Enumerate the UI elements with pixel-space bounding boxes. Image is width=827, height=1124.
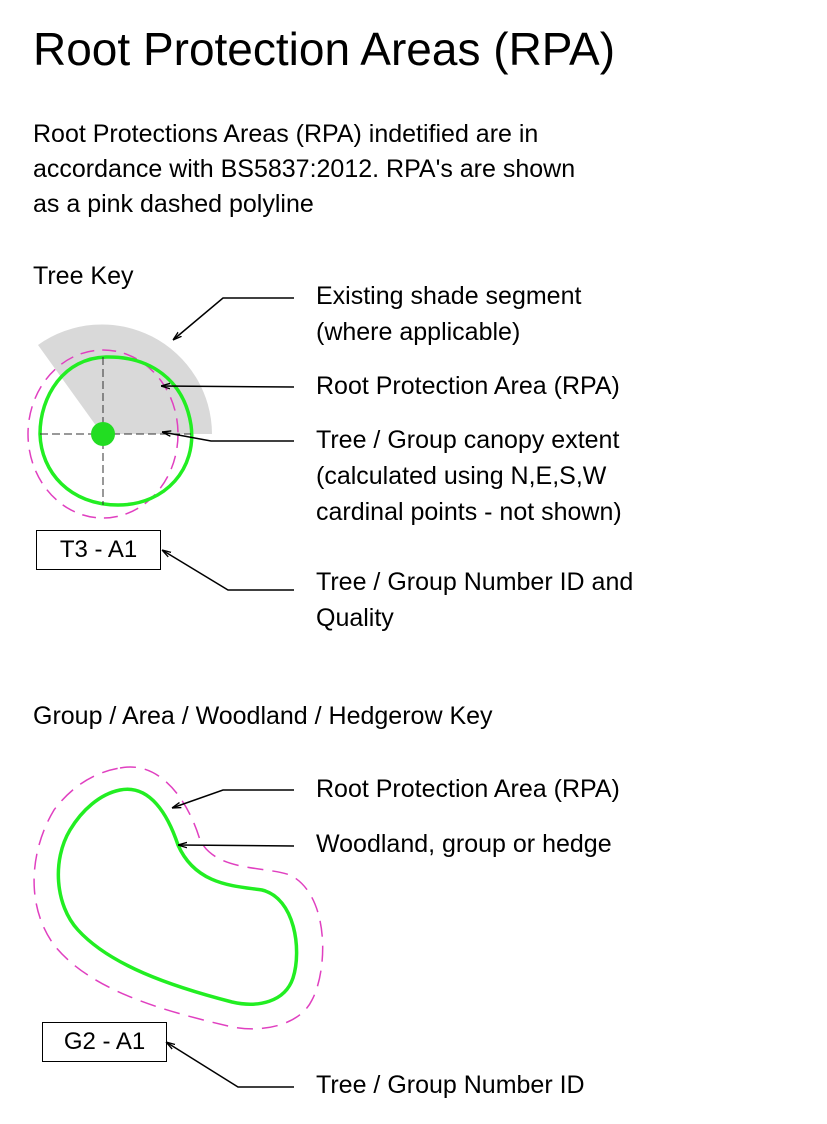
label-shade-2: (where applicable)	[316, 318, 521, 346]
leader-rpa	[161, 386, 295, 387]
label-group-id: Tree / Group Number ID	[316, 1071, 585, 1099]
group-woodland-outline	[56, 787, 299, 1006]
group-id-tag: G2 - A1	[42, 1022, 167, 1062]
leader-tree-id	[162, 550, 294, 591]
leader-group-rpa	[172, 789, 294, 808]
leader-group-id	[166, 1042, 294, 1088]
label-canopy-2: (calculated using N,E,S,W	[316, 462, 607, 490]
leader-woodland	[178, 845, 295, 846]
group-key-symbol	[33, 766, 324, 1030]
group-rpa-dashed-outline	[33, 766, 324, 1030]
label-tree-id-2: Quality	[316, 604, 394, 632]
leader-canopy	[162, 432, 294, 442]
label-canopy-1: Tree / Group canopy extent	[316, 426, 620, 454]
tree-id-tag: T3 - A1	[36, 530, 161, 570]
label-canopy-3: cardinal points - not shown)	[316, 498, 622, 526]
intro-line-1: Root Protections Areas (RPA) indetified …	[33, 120, 539, 148]
intro-line-2: accordance with BS5837:2012. RPA's are s…	[33, 155, 576, 183]
leader-shade	[173, 297, 294, 340]
shade-segment	[38, 324, 212, 434]
label-woodland: Woodland, group or hedge	[316, 830, 612, 858]
label-tree-id-1: Tree / Group Number ID and	[316, 568, 634, 596]
group-key-heading: Group / Area / Woodland / Hedgerow Key	[33, 702, 493, 730]
tree-key-symbol	[27, 324, 212, 519]
intro-line-3: as a pink dashed polyline	[33, 190, 314, 218]
tree-key-leaders	[161, 297, 295, 591]
page-title: Root Protection Areas (RPA)	[33, 23, 616, 75]
tree-stem	[91, 422, 115, 446]
tree-key-heading: Tree Key	[33, 262, 134, 290]
canopy-outline	[38, 355, 194, 507]
label-rpa: Root Protection Area (RPA)	[316, 372, 620, 400]
label-group-rpa: Root Protection Area (RPA)	[316, 775, 620, 803]
group-key-leaders	[166, 789, 295, 1088]
label-shade-1: Existing shade segment	[316, 282, 582, 310]
